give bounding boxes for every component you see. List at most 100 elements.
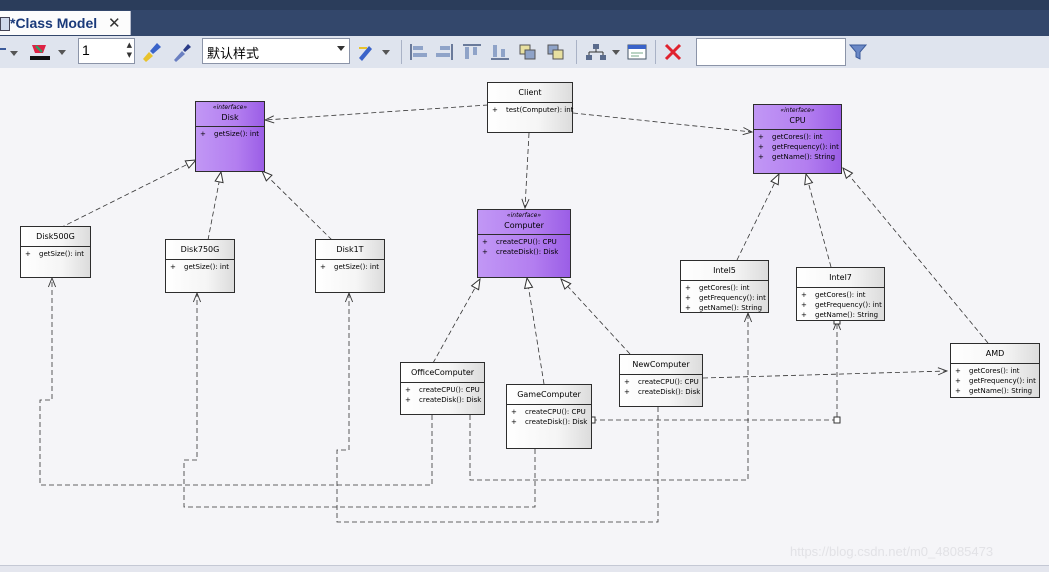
line-width-stepper[interactable]: 1 ▲ ▼ [78, 38, 135, 64]
tab-class-model[interactable]: *Class Model ✕ [0, 11, 131, 35]
class-header: GameComputer [507, 385, 591, 405]
operation-row: +getName(): String [685, 304, 763, 312]
operation-row: +getSize(): int [25, 250, 85, 258]
paint-brush-icon[interactable] [140, 42, 164, 62]
class-operations: +getCores(): int +getFrequency(): int +g… [797, 288, 884, 323]
interface-computer[interactable]: «interface»Computer +createCPU(): CPU +c… [477, 209, 571, 278]
operation-row: +getName(): String [801, 311, 879, 319]
class-name: CPU [789, 116, 806, 125]
class-operations: +getCores(): int +getFrequency(): int +g… [754, 130, 841, 165]
class-intel7[interactable]: Intel7 +getCores(): int +getFrequency():… [796, 267, 885, 321]
class-operations: +createCPU(): CPU +createDisk(): Disk [401, 383, 484, 408]
class-name: Disk750G [180, 245, 220, 254]
diagram-properties-icon[interactable] [626, 42, 648, 62]
interface-disk[interactable]: «interface» Disk +getSize(): int [195, 101, 265, 172]
line-color-icon[interactable] [0, 42, 22, 62]
decrement-icon[interactable]: ▼ [126, 51, 132, 59]
close-icon[interactable]: ✕ [108, 14, 121, 32]
class-header: Intel7 [797, 268, 884, 288]
class-name: Disk500G [36, 232, 75, 241]
toolbar-separator [576, 40, 577, 64]
operation-row: +getName(): String [955, 387, 1033, 395]
toolbar-separator [401, 40, 402, 64]
tab-label: *Class Model [10, 15, 98, 31]
class-header: NewComputer [620, 355, 702, 375]
align-bottom-icon[interactable] [489, 42, 511, 62]
class-disk750g[interactable]: Disk750G +getSize(): int [165, 239, 235, 293]
fill-color-icon[interactable] [28, 42, 68, 62]
operation-row: +getSize(): int [320, 263, 380, 271]
operation-row: +getFrequency(): int [801, 301, 882, 309]
class-new-computer[interactable]: NewComputer +createCPU(): CPU +createDis… [619, 354, 703, 407]
watermark: https://blog.csdn.net/m0_48085473 [790, 544, 994, 559]
class-disk500g[interactable]: Disk500G +getSize(): int [20, 226, 91, 278]
class-amd[interactable]: AMD +getCores(): int +getFrequency(): in… [950, 343, 1040, 398]
interface-cpu[interactable]: «interface» CPU +getCores(): int +getFreq… [753, 104, 842, 174]
stereotype-label: «interface» [212, 104, 248, 111]
operation-row: +createDisk(): Disk [511, 418, 588, 426]
stereotype-label: «interface» [780, 107, 815, 114]
eyedropper-icon[interactable] [170, 42, 194, 62]
operation-row: +createCPU(): CPU [482, 238, 557, 246]
operation-row: +getName(): String [758, 153, 836, 161]
class-name: Disk [221, 113, 239, 122]
align-right-icon[interactable] [433, 42, 455, 62]
class-header: «interface» CPU [754, 105, 841, 130]
operation-row: +createDisk(): Disk [624, 388, 701, 396]
diagram-canvas[interactable] [0, 68, 1049, 568]
operation-row: +test(Computer): int [492, 106, 574, 114]
class-name: Disk1T [336, 245, 364, 254]
class-operations: +getSize(): int [166, 260, 234, 275]
operation-row: +getCores(): int [685, 284, 750, 292]
class-operations: +createCPU(): CPU +createDisk(): Disk [507, 405, 591, 430]
class-operations: +getSize(): int [316, 260, 384, 275]
operation-row: +createDisk(): Disk [482, 248, 559, 256]
filter-icon[interactable] [848, 42, 868, 62]
style-preset-select[interactable]: 默认样式 [202, 38, 350, 64]
status-strip [0, 565, 1049, 572]
class-name: OfficeComputer [410, 368, 475, 377]
class-disk1t[interactable]: Disk1T +getSize(): int [315, 239, 385, 293]
class-name: NewComputer [632, 360, 690, 369]
class-client[interactable]: Client +test(Computer): int [487, 82, 573, 133]
delete-icon[interactable] [662, 42, 684, 62]
diagram-icon [0, 17, 10, 31]
operation-row: +createCPU(): CPU [511, 408, 586, 416]
operation-row: +getFrequency(): int [685, 294, 766, 302]
operation-row: +createDisk(): Disk [405, 396, 482, 404]
class-header: «interface»Computer [478, 210, 570, 235]
class-header: «interface» Disk [196, 102, 264, 127]
stereotype-label: «interface» [506, 212, 542, 219]
class-header: AMD [951, 344, 1039, 364]
same-size-icon[interactable] [517, 42, 539, 62]
operation-row: +getSize(): int [200, 130, 260, 138]
operation-row: +getFrequency(): int [758, 143, 839, 151]
class-header: Disk500G [21, 227, 90, 247]
operation-row: +getCores(): int [801, 291, 866, 299]
class-name: AMD [985, 349, 1005, 358]
class-office-computer[interactable]: OfficeComputer +createCPU(): CPU +create… [400, 362, 485, 415]
bring-to-front-icon[interactable] [545, 42, 567, 62]
layout-tree-icon[interactable] [584, 42, 622, 62]
class-name: GameComputer [517, 390, 581, 399]
align-top-icon[interactable] [461, 42, 483, 62]
class-operations: +getCores(): int +getFrequency(): int +g… [951, 364, 1039, 399]
search-input[interactable] [696, 38, 846, 66]
class-header: Client [488, 83, 572, 103]
class-operations: +createCPU(): CPU +createDisk(): Disk [478, 235, 570, 260]
operation-row: +getCores(): int [758, 133, 823, 141]
document-tab-strip [0, 10, 1049, 36]
increment-icon[interactable]: ▲ [126, 41, 132, 49]
class-game-computer[interactable]: GameComputer +createCPU(): CPU +createDi… [506, 384, 592, 449]
class-name: Client [518, 88, 542, 97]
class-header: Disk1T [316, 240, 384, 260]
align-left-icon[interactable] [408, 42, 430, 62]
line-width-value: 1 [82, 42, 90, 58]
class-header: OfficeComputer [401, 363, 484, 383]
operation-row: +createCPU(): CPU [405, 386, 480, 394]
apply-style-icon[interactable] [356, 42, 394, 62]
class-header: Disk750G [166, 240, 234, 260]
chevron-down-icon [337, 46, 345, 51]
class-intel5[interactable]: Intel5 +getCores(): int +getFrequency():… [680, 260, 769, 313]
class-header: Intel5 [681, 261, 768, 281]
